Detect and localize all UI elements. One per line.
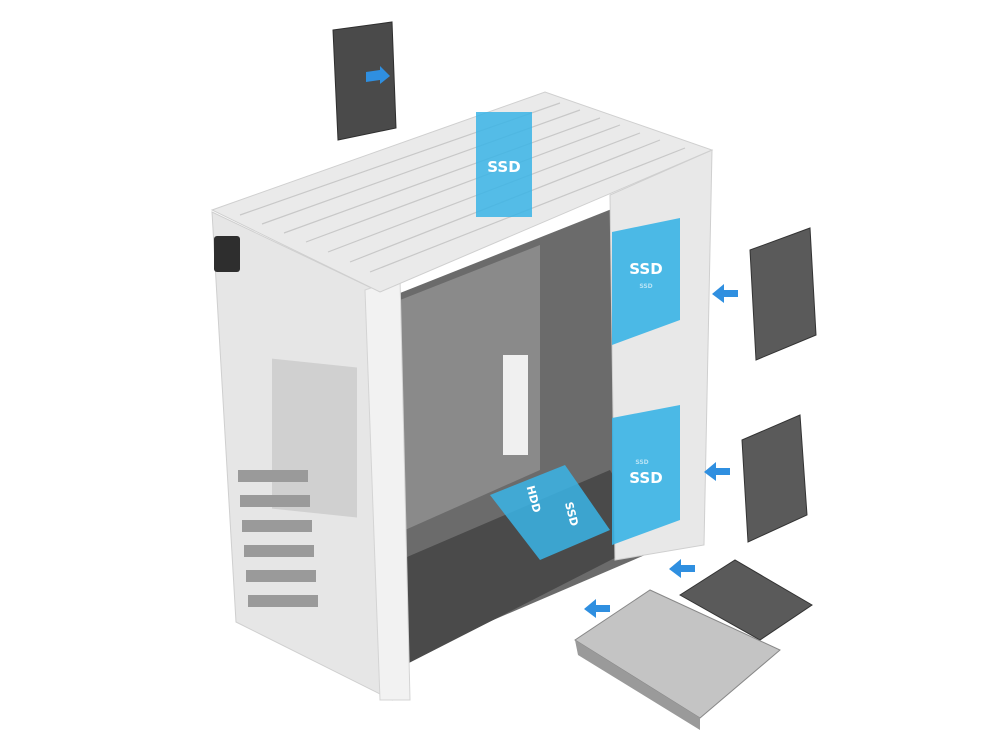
ssd-drive-right-upper — [749, 227, 817, 361]
power-socket — [214, 236, 240, 272]
side-ssd-upper-small-label: SSD — [639, 283, 652, 290]
arrow-icon — [584, 599, 610, 618]
ssd-drive-flat — [679, 559, 813, 641]
rear-mesh-vent — [272, 358, 357, 518]
ssd-drive-top — [332, 21, 397, 141]
cable-cutout — [503, 355, 528, 455]
arrow-icon — [366, 66, 390, 84]
side-ssd-mount-lower — [612, 405, 680, 545]
arrow-icon — [704, 462, 730, 481]
arrow-icon — [669, 559, 695, 578]
case-top-mesh — [210, 91, 714, 293]
side-ssd-lower-label: SSD — [629, 469, 662, 487]
top-ssd-mount — [476, 112, 532, 217]
arrow-icon — [712, 284, 738, 303]
side-ssd-mount-upper — [612, 218, 680, 345]
side-ssd-lower-small-label: SSD — [635, 459, 648, 466]
top-ssd-label: SSD — [487, 158, 520, 176]
motherboard-tray — [400, 245, 540, 530]
hdd-drive-side — [575, 640, 700, 730]
floor-drive-mount — [490, 465, 610, 560]
expansion-slots — [238, 470, 318, 607]
ssd-drive-right-lower — [741, 414, 808, 543]
floor-ssd-label: SSD — [562, 501, 581, 528]
side-ssd-upper-label: SSD — [629, 260, 662, 278]
